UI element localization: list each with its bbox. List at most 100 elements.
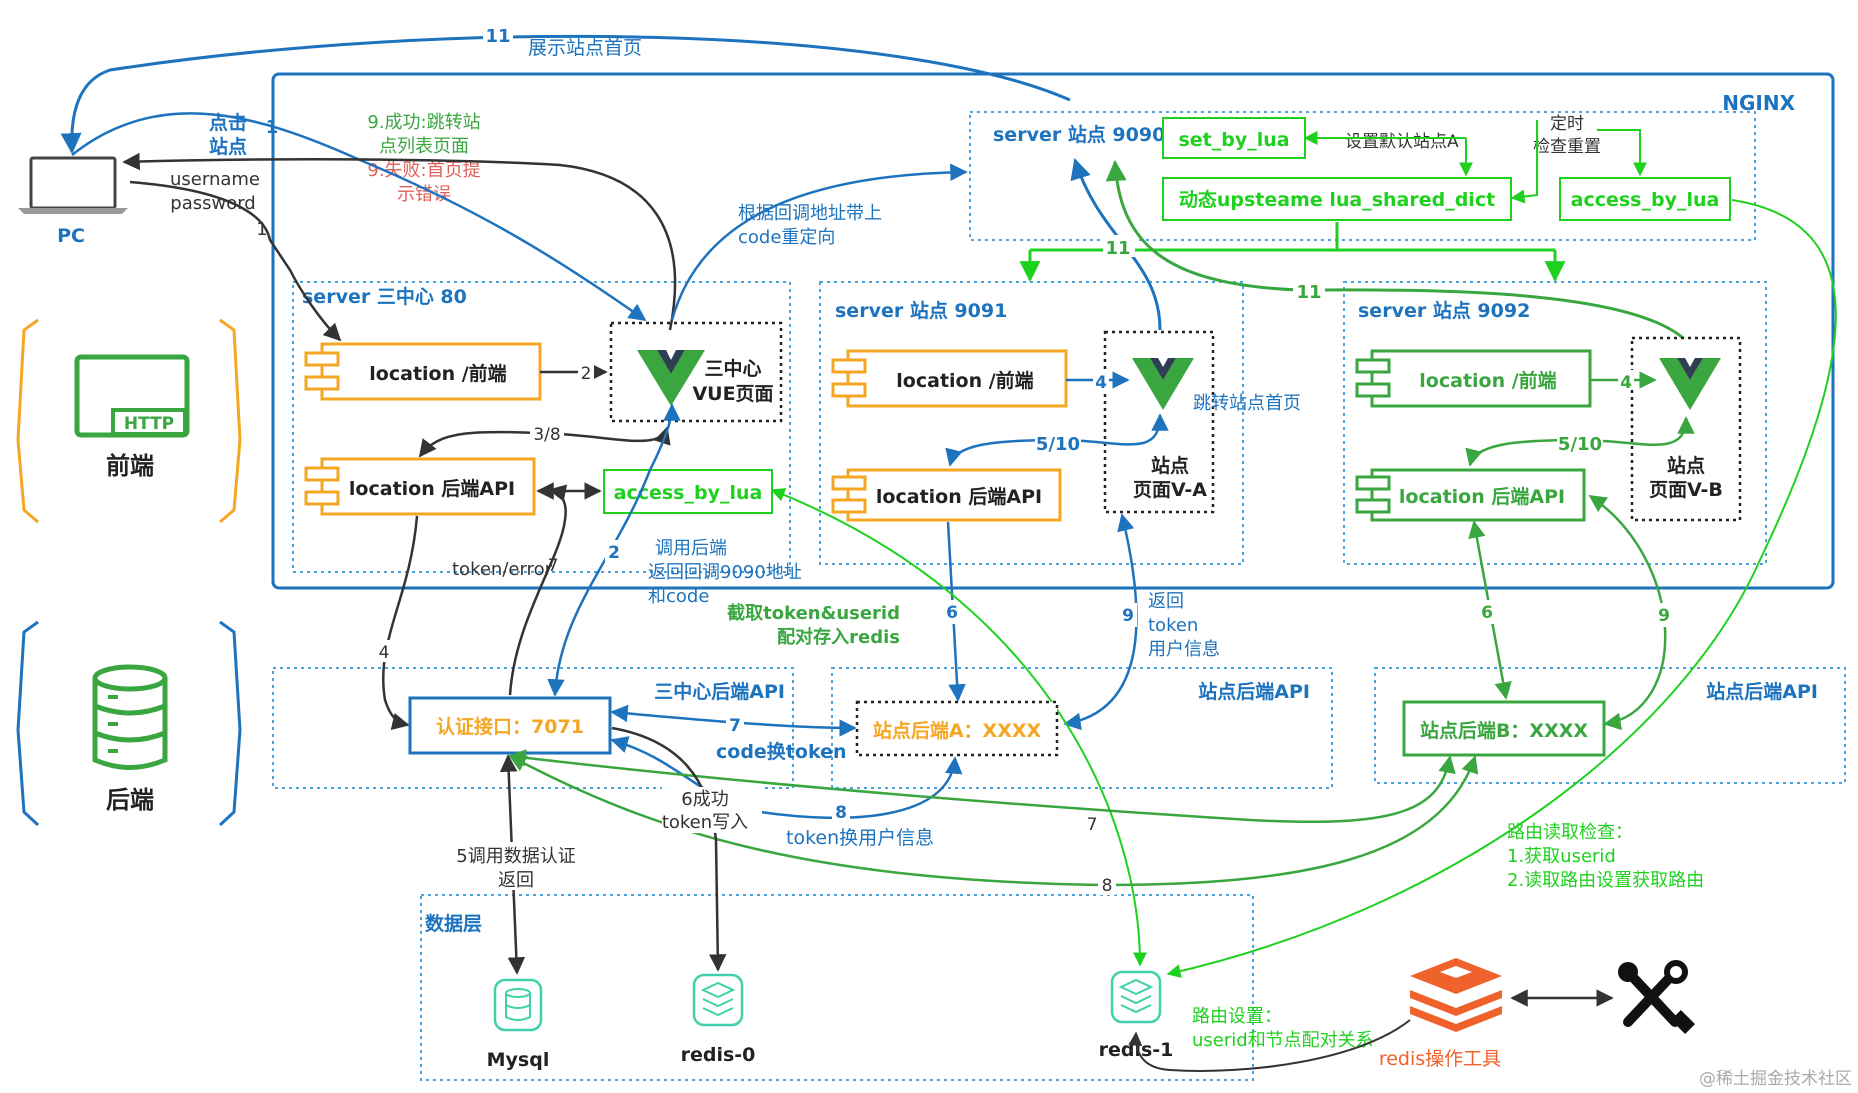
location-api-80-label: location 后端API — [349, 477, 515, 500]
route-check-item1: 1.获取userid — [1507, 846, 1616, 867]
access-by-lua-9090-label: access_by_lua — [1571, 189, 1720, 211]
vue-page-9092-label1: 站点 — [1667, 454, 1705, 477]
arrow-step4-auth — [381, 515, 419, 730]
step4-9092: 4 — [1620, 373, 1632, 393]
click-site-2: 站点 — [209, 135, 247, 158]
step4-label: 4 — [379, 643, 390, 663]
upstream-box — [1162, 177, 1512, 221]
arrow-redirect-9090 — [670, 163, 968, 321]
arrow-7-siteb — [508, 749, 1456, 824]
token-user-label: token换用户信息 — [786, 827, 934, 849]
set-by-lua-label: set_by_lua — [1178, 129, 1289, 151]
route-check-item2: 2.读取路由设置获取路由 — [1507, 870, 1704, 891]
arrow-result-to-pc — [122, 152, 677, 331]
location-api-9092: location 后端API — [1355, 468, 1586, 522]
site-backend-b-title: 站点后端API — [1706, 680, 1818, 703]
num11-b: 11 — [1296, 282, 1321, 303]
http-icon: HTTP — [74, 354, 190, 438]
step11-number: 11 — [485, 26, 510, 47]
timer-label-1: 定时 — [1550, 114, 1584, 134]
arrow-tool-redis1 — [1128, 1019, 1411, 1072]
route-setting-2: userid和节点配对关系 — [1192, 1030, 1374, 1051]
redis1-label: redis-1 — [1099, 1039, 1174, 1061]
pc-label: PC — [57, 225, 85, 247]
site-backend-a-title: 站点后端API — [1198, 680, 1310, 703]
default-site-label: 设置默认站点A — [1345, 132, 1459, 152]
redis1-node: redis-1 — [1099, 970, 1174, 1061]
return-3: 用户信息 — [1148, 639, 1220, 660]
step1-b: 1 — [256, 219, 267, 240]
redis-logo-icon — [1410, 958, 1502, 1032]
step7-siteb: 7 — [1087, 815, 1098, 835]
location-frontend-9092: location /前端 — [1355, 349, 1592, 408]
password-label: password — [170, 193, 255, 214]
route-check-title: 路由读取检查： — [1507, 822, 1633, 843]
step7-code-token: 7 — [729, 716, 741, 736]
upstream-label: 动态upsteame lua_shared_dict — [1179, 188, 1495, 211]
num11-a: 11 — [1105, 238, 1130, 259]
call-backend-3: 和code — [648, 586, 709, 607]
step6-success-1: 6成功 — [681, 789, 728, 810]
jump-home-label: 跳转站点首页 — [1193, 393, 1301, 414]
redirect-line1: 根据回调地址带上 — [738, 203, 882, 224]
location-api-9092-label: location 后端API — [1399, 485, 1565, 508]
step510-9091: 5/10 — [1036, 434, 1080, 455]
step8-siteb: 8 — [1102, 876, 1113, 896]
step510-9092: 5/10 — [1558, 434, 1602, 455]
site-backend-b-node — [1402, 700, 1606, 757]
intercept-2: 配对存入redis — [777, 626, 900, 648]
backend-label: 后端 — [106, 786, 154, 814]
redis0-label: redis-0 — [681, 1044, 756, 1066]
database-icon — [92, 664, 168, 770]
return-2: token — [1148, 615, 1198, 636]
vue-page-9091-label2: 页面V-A — [1133, 479, 1207, 501]
return-1: 返回 — [1148, 591, 1184, 612]
server-9090-title: server 站点 9090 — [993, 123, 1165, 146]
step5-line2: 返回 — [498, 870, 534, 891]
step11-text: 展示站点首页 — [528, 37, 642, 59]
vue-logo-icon — [1659, 358, 1721, 410]
pc-node[interactable]: PC — [18, 156, 128, 247]
arrow-8-siteb — [508, 754, 1479, 887]
step4-9091: 4 — [1095, 373, 1107, 393]
tools-icon — [1618, 960, 1696, 1035]
center-backend-box — [272, 667, 794, 789]
success-line2: 点列表页面 — [379, 136, 469, 157]
redirect-line2: code重定向 — [738, 227, 835, 248]
vue-page-80-label1: 三中心 — [704, 357, 761, 380]
arrow-call-backend — [547, 403, 681, 697]
username-label: username — [170, 169, 260, 190]
step9-a: 9 — [1122, 606, 1134, 626]
site-backend-a-label: 站点后端A：XXXX — [873, 719, 1042, 742]
server-9090-box — [969, 111, 1756, 241]
data-layer-title: 数据层 — [425, 912, 482, 935]
vue-page-9092-label2: 页面V-B — [1649, 479, 1723, 501]
arrow-store-redis — [770, 488, 1147, 967]
auth-api-box — [408, 696, 612, 755]
center-backend-title: 三中心后端API — [654, 680, 785, 703]
vue-logo-icon — [1132, 358, 1194, 410]
step8-token-user: 8 — [835, 803, 847, 823]
code-token-label: code换token — [716, 740, 846, 763]
arrow-9-9092 — [1588, 494, 1667, 731]
success-line1: 9.成功:跳转站 — [367, 112, 480, 133]
step38-80: 3/8 — [533, 425, 560, 445]
vue-logo-icon — [637, 350, 705, 406]
location-frontend-9091: location /前端 — [831, 349, 1068, 408]
site-backend-b-box — [1374, 667, 1846, 784]
location-api-9091: location 后端API — [831, 468, 1062, 522]
step9-b: 9 — [1658, 606, 1670, 626]
mysql-icon — [493, 978, 543, 1032]
server-9092-title: server 站点 9092 — [1358, 299, 1530, 322]
mysql-label: Mysql — [487, 1049, 550, 1071]
location-frontend-80: location /前端 — [304, 342, 542, 401]
vue-page-80: 三中心 VUE页面 — [609, 321, 783, 423]
fail-line2: 示错误 — [397, 184, 451, 205]
step2-80: 2 — [581, 364, 592, 384]
timer-label-2: 检查重置 — [1533, 137, 1601, 157]
intercept-1: 截取token&userid — [727, 602, 900, 624]
frontend-label: 前端 — [106, 452, 154, 480]
arrow-token-error — [508, 484, 568, 696]
vue-page-9092: 站点 页面V-B — [1630, 336, 1742, 522]
